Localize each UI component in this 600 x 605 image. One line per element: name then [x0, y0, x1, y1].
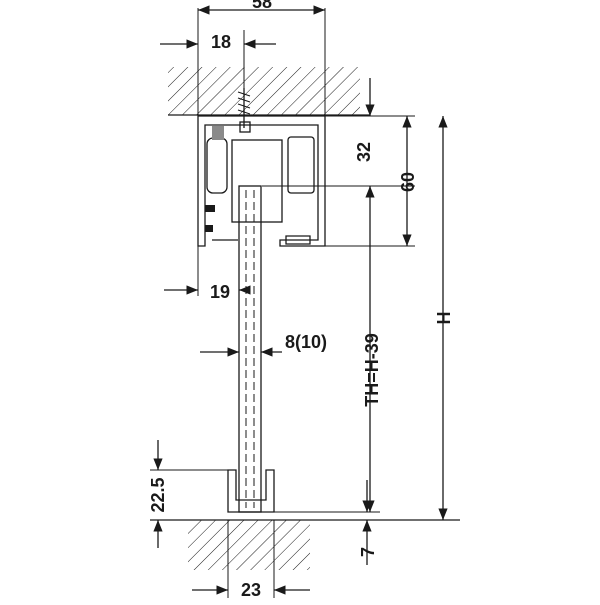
- dim-glass-offset: 19: [164, 246, 251, 302]
- dim-label-60: 60: [398, 172, 418, 192]
- dim-label-18: 18: [211, 32, 231, 52]
- track-profile: [197, 115, 326, 247]
- dim-total-height: H: [434, 116, 454, 520]
- ceiling: [168, 67, 370, 116]
- profile-end-clip: [285, 235, 311, 245]
- dim-label-7: 7: [358, 547, 378, 557]
- dim-label-23: 23: [241, 580, 261, 600]
- roller-wheel: [206, 137, 228, 194]
- dim-label-th: TH=H-39: [362, 333, 382, 407]
- ceiling-hatch: [168, 67, 360, 115]
- dim-floor-guide-width: 23: [192, 520, 310, 600]
- dim-glass-thickness: 8(10): [200, 332, 327, 357]
- dim-label-19: 19: [210, 282, 230, 302]
- dim-label-32: 32: [354, 142, 374, 162]
- profile-clip: [212, 126, 224, 140]
- mounting-screw: [237, 88, 251, 128]
- dim-floor-recess: 7: [310, 480, 378, 565]
- roller-carriage: [287, 136, 315, 194]
- floor-hatch: [188, 520, 310, 570]
- dim-floor-guide-height: 22.5: [148, 440, 228, 548]
- dim-track-offset: 18: [160, 30, 276, 116]
- floor: [150, 519, 460, 570]
- glass-panel: [238, 185, 262, 513]
- dim-label-8-10: 8(10): [285, 332, 327, 352]
- dim-label-58: 58: [252, 0, 272, 12]
- dim-label-22-5: 22.5: [148, 477, 168, 512]
- floor-guide: [227, 469, 275, 513]
- glass-clamp: [231, 139, 283, 223]
- dim-label-h: H: [434, 312, 454, 325]
